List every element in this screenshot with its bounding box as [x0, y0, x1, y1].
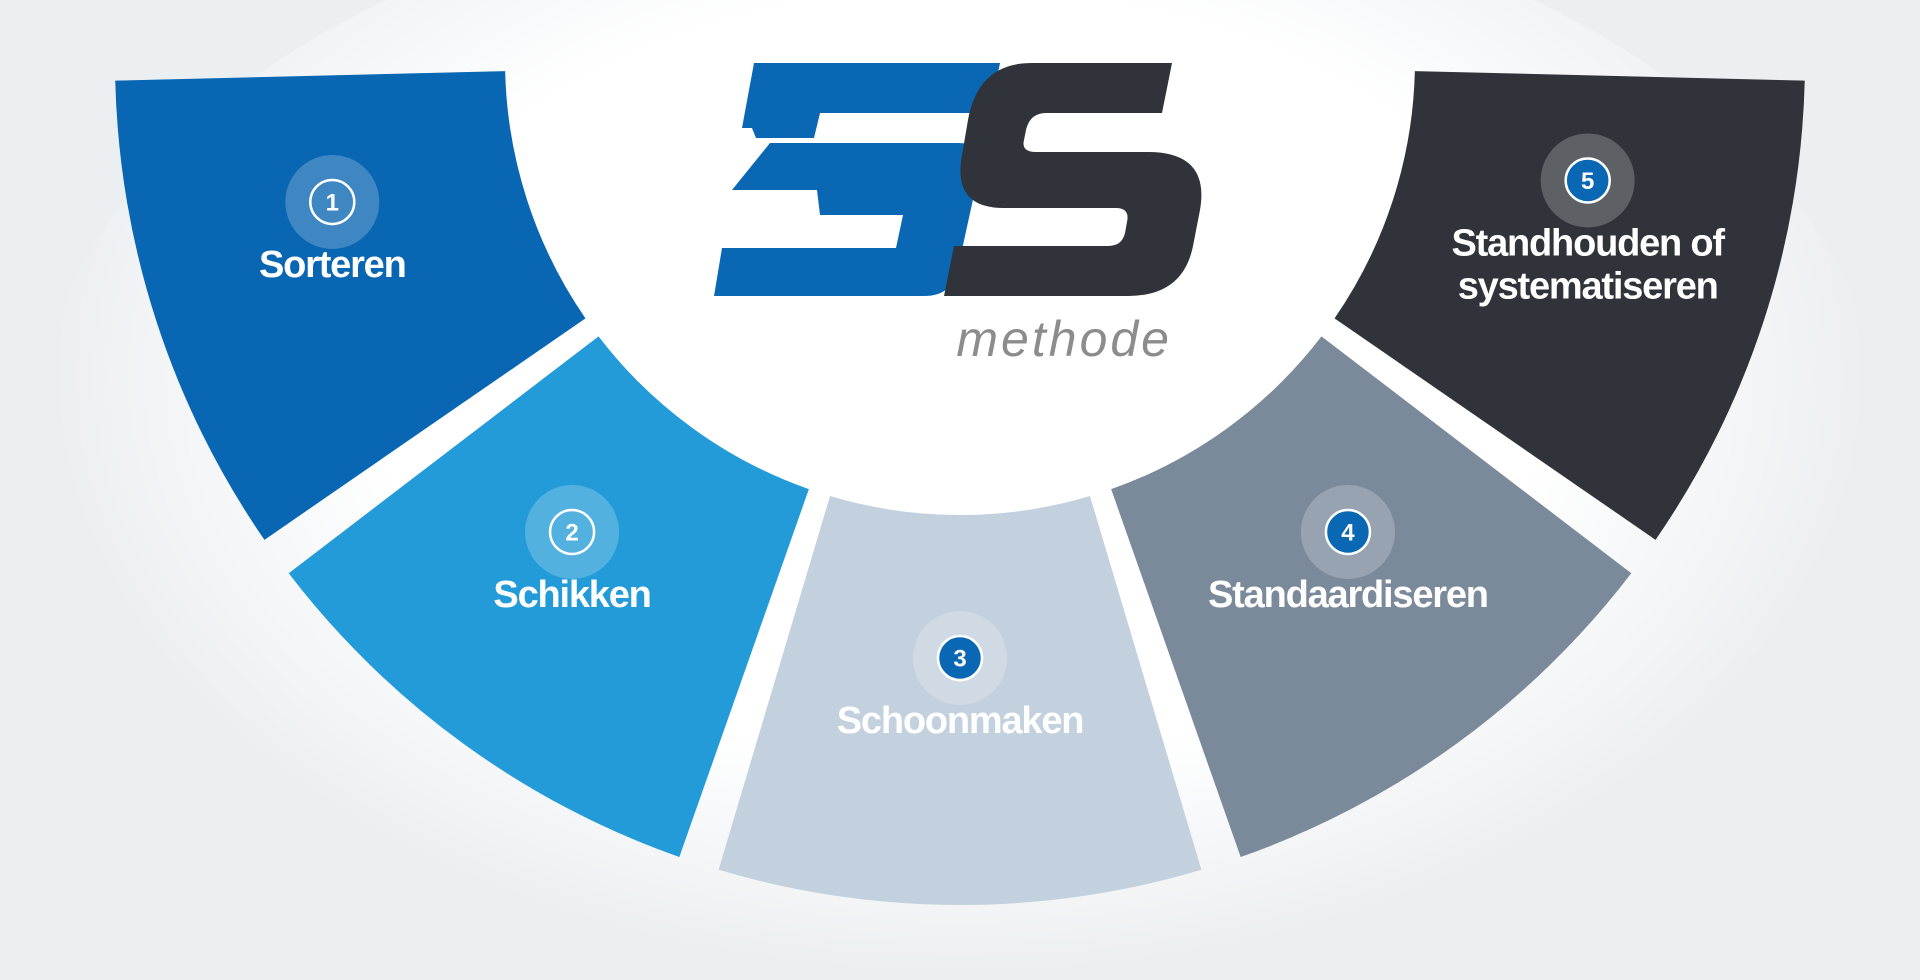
step-label-1: Sorteren: [259, 244, 406, 286]
step-number-3: 3: [953, 646, 966, 673]
segment-2: [288, 336, 809, 858]
segment-3: [718, 496, 1202, 905]
5s-logo: methode: [714, 63, 1202, 367]
step-label-5: systematiseren: [1458, 265, 1718, 307]
step-label-5: Standhouden of: [1452, 222, 1726, 264]
logo-5-mark: [714, 63, 1000, 296]
logo-s-mark: [944, 63, 1202, 296]
step-number-5: 5: [1581, 168, 1594, 195]
step-label-4: Standaardiseren: [1208, 574, 1488, 616]
logo-subtitle: methode: [956, 311, 1172, 367]
step-number-2: 2: [565, 519, 578, 546]
step-badge-2: [548, 508, 596, 556]
step-badge-4: [1324, 508, 1372, 556]
step-badge-3: [936, 634, 984, 682]
step-label-3: Schoonmaken: [837, 700, 1084, 742]
segment-1: [115, 71, 586, 540]
step-badge-halo-1: [285, 154, 380, 249]
step-label-2: Schikken: [493, 574, 650, 616]
step-badge-1: [309, 178, 356, 226]
step-number-1: 1: [326, 189, 339, 216]
step-badge-5: [1564, 157, 1611, 204]
segment-5: [1334, 71, 1805, 540]
step-number-4: 4: [1341, 519, 1355, 546]
step-badge-halo-2: [525, 484, 620, 579]
segment-4: [1111, 336, 1632, 858]
